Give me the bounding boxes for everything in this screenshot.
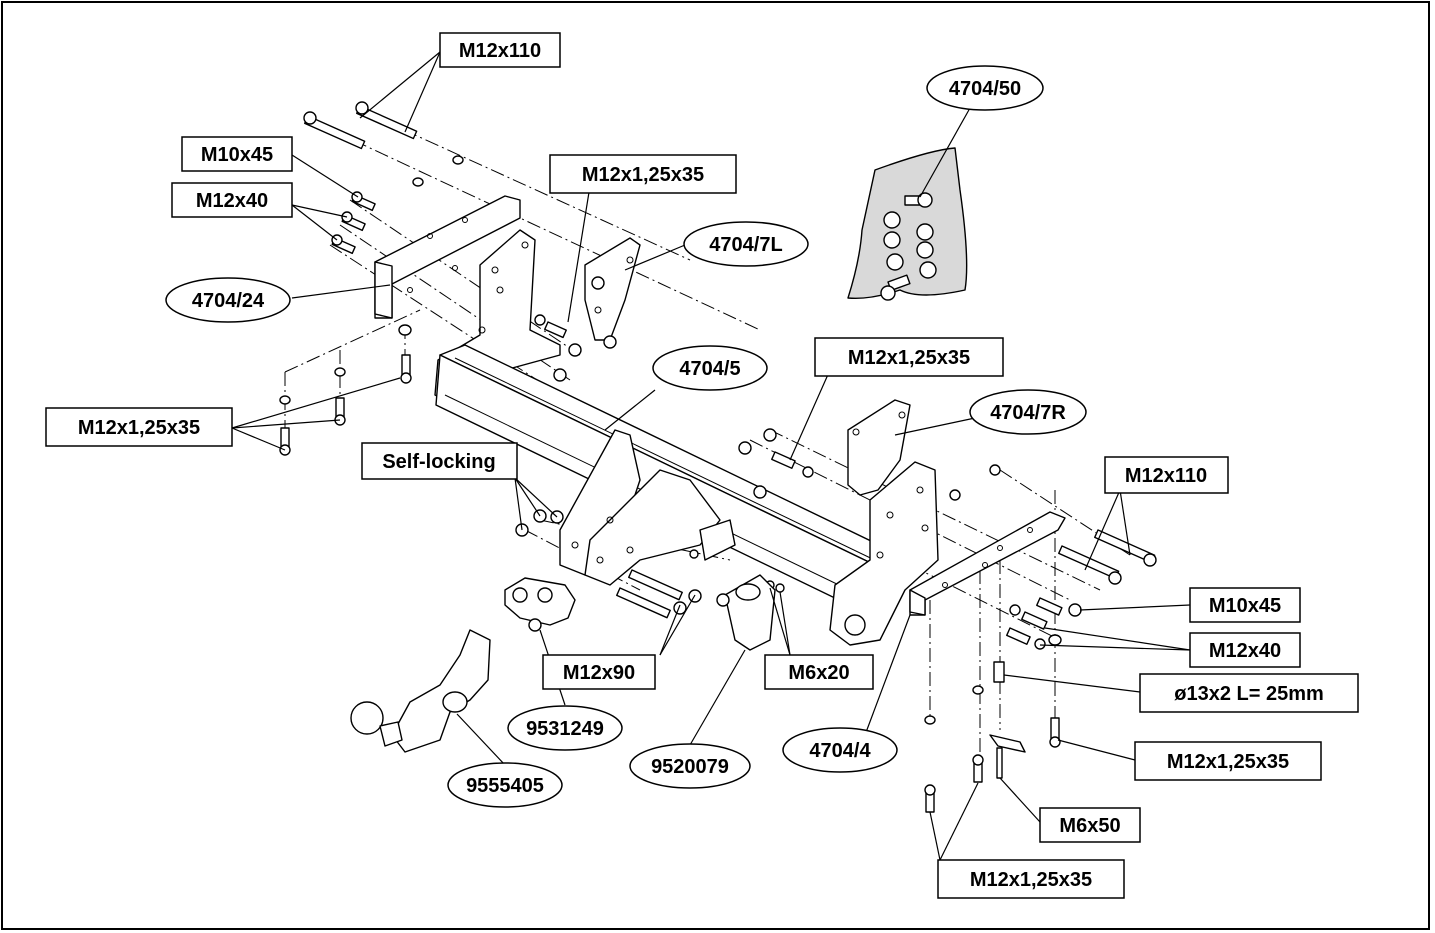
label-4704-7R: 4704/7R xyxy=(969,389,1087,435)
label-9520079: 9520079 xyxy=(629,743,751,789)
svg-text:M6x50: M6x50 xyxy=(1059,815,1120,837)
label-m12x110-top: M12x110 xyxy=(439,32,561,68)
svg-text:M10x45: M10x45 xyxy=(201,144,273,166)
svg-text:9520079: 9520079 xyxy=(651,756,729,778)
label-m12x125x35-bottom: M12x1,25x35 xyxy=(937,859,1125,899)
svg-text:M12x40: M12x40 xyxy=(196,190,268,212)
label-4704-5: 4704/5 xyxy=(652,345,768,391)
svg-text:4704/7L: 4704/7L xyxy=(709,234,782,256)
label-m10x45-left: M10x45 xyxy=(181,136,293,172)
svg-text:M12x90: M12x90 xyxy=(563,662,635,684)
tow-ball-receiver xyxy=(504,577,576,632)
svg-text:M12x110: M12x110 xyxy=(1125,465,1207,487)
svg-text:M12x1,25x35: M12x1,25x35 xyxy=(848,347,970,369)
bolts xyxy=(279,101,1157,813)
label-m12x40-right: M12x40 xyxy=(1189,632,1301,668)
tow-ball-arm xyxy=(350,629,491,753)
label-m12x125x35-topmid: M12x1,25x35 xyxy=(549,154,737,194)
center-carrier-plates xyxy=(559,429,736,586)
label-4704-7L: 4704/7L xyxy=(683,221,809,267)
label-spacer: ø13x2 L= 25mm xyxy=(1139,673,1359,713)
svg-text:4704/4: 4704/4 xyxy=(809,740,871,762)
label-m6x50: M6x50 xyxy=(1039,807,1141,843)
svg-text:Self-locking: Self-locking xyxy=(382,451,495,473)
label-9555405: 9555405 xyxy=(447,762,563,808)
label-m12x125x35-right: M12x1,25x35 xyxy=(1134,741,1322,781)
label-4704-4: 4704/4 xyxy=(782,727,898,773)
left-upper-bracket xyxy=(584,237,641,341)
svg-text:M12x110: M12x110 xyxy=(459,40,541,62)
svg-text:ø13x2 L= 25mm: ø13x2 L= 25mm xyxy=(1174,683,1324,705)
svg-text:4704/7R: 4704/7R xyxy=(990,402,1066,424)
svg-text:M6x20: M6x20 xyxy=(788,662,849,684)
svg-text:M10x45: M10x45 xyxy=(1209,595,1281,617)
leader-lines xyxy=(231,51,1191,861)
label-m12x40-left: M12x40 xyxy=(171,182,293,218)
svg-text:4704/5: 4704/5 xyxy=(679,358,740,380)
svg-text:M12x1,25x35: M12x1,25x35 xyxy=(970,869,1092,891)
svg-text:9555405: 9555405 xyxy=(466,775,544,797)
label-m6x20: M6x20 xyxy=(764,654,874,690)
label-m12x125x35-left: M12x1,25x35 xyxy=(45,407,233,447)
label-m12x125x35-mid: M12x1,25x35 xyxy=(814,337,1004,377)
svg-text:9531249: 9531249 xyxy=(526,718,604,740)
label-4704-24: 4704/24 xyxy=(165,277,291,323)
svg-text:4704/24: 4704/24 xyxy=(192,290,265,312)
label-m12x110-right: M12x110 xyxy=(1104,456,1229,494)
right-side-plate xyxy=(829,461,939,646)
left-side-bracket xyxy=(374,195,521,319)
label-m10x45-right: M10x45 xyxy=(1189,587,1301,623)
label-4704-50: 4704/50 xyxy=(926,65,1044,111)
svg-text:M12x1,25x35: M12x1,25x35 xyxy=(582,164,704,186)
label-m12x90: M12x90 xyxy=(542,654,656,690)
svg-text:M12x1,25x35: M12x1,25x35 xyxy=(78,417,200,439)
electrical-socket-bracket xyxy=(716,574,776,651)
svg-text:4704/50: 4704/50 xyxy=(949,78,1021,100)
label-9531249: 9531249 xyxy=(507,705,623,751)
fixing-kit-bag xyxy=(847,147,968,301)
svg-text:M12x40: M12x40 xyxy=(1209,640,1281,662)
right-side-bracket xyxy=(909,511,1066,616)
label-self-locking: Self-locking xyxy=(361,442,518,480)
svg-text:M12x1,25x35: M12x1,25x35 xyxy=(1167,751,1289,773)
right-upper-bracket xyxy=(847,399,911,496)
